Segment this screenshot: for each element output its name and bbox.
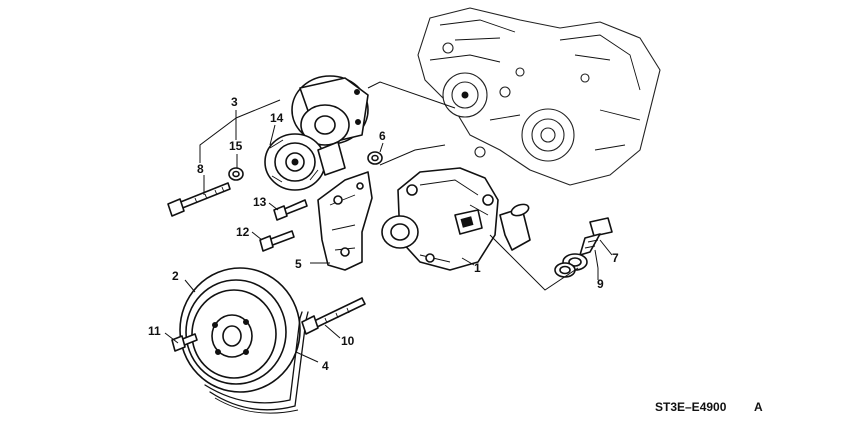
bolt-10 [301,297,366,335]
callout-7: 7 [612,251,619,265]
bolt-8 [167,182,231,217]
bolt-11 [171,333,198,352]
callout-4: 4 [322,359,329,373]
callout-leaders [164,124,613,363]
crank-pulley [179,267,301,393]
banjo-bolt-7 [579,217,613,256]
nut-6 [367,151,383,165]
callout-3: 3 [231,95,238,109]
callout-12: 12 [236,225,250,239]
callout-13: 13 [253,195,267,209]
diagram-code: ST3E–E4900 [655,400,727,414]
callout-15: 15 [229,139,243,153]
callout-8: 8 [197,162,204,176]
callout-11: 11 [148,324,161,338]
callout-5: 5 [295,257,302,271]
callout-6: 6 [379,129,386,143]
callout-9: 9 [597,277,604,291]
engine-block [417,7,661,186]
tensioner-assembly [264,75,369,191]
bolt-13 [273,199,308,221]
reference-lines [199,81,599,291]
callout-14: 14 [270,111,284,125]
bolt-12 [259,230,295,252]
callout-10: 10 [341,334,355,348]
bracket [317,171,373,271]
diagram-code-suffix: A [754,400,763,414]
callout-labels: 1 2 3 4 5 6 7 8 9 10 11 12 13 14 15 [148,95,619,373]
callout-2: 2 [172,269,179,283]
washers-9 [554,253,588,278]
callout-1: 1 [474,261,481,275]
drive-belt [204,311,309,414]
power-steering-pump [381,167,531,271]
washer-15 [228,167,244,181]
